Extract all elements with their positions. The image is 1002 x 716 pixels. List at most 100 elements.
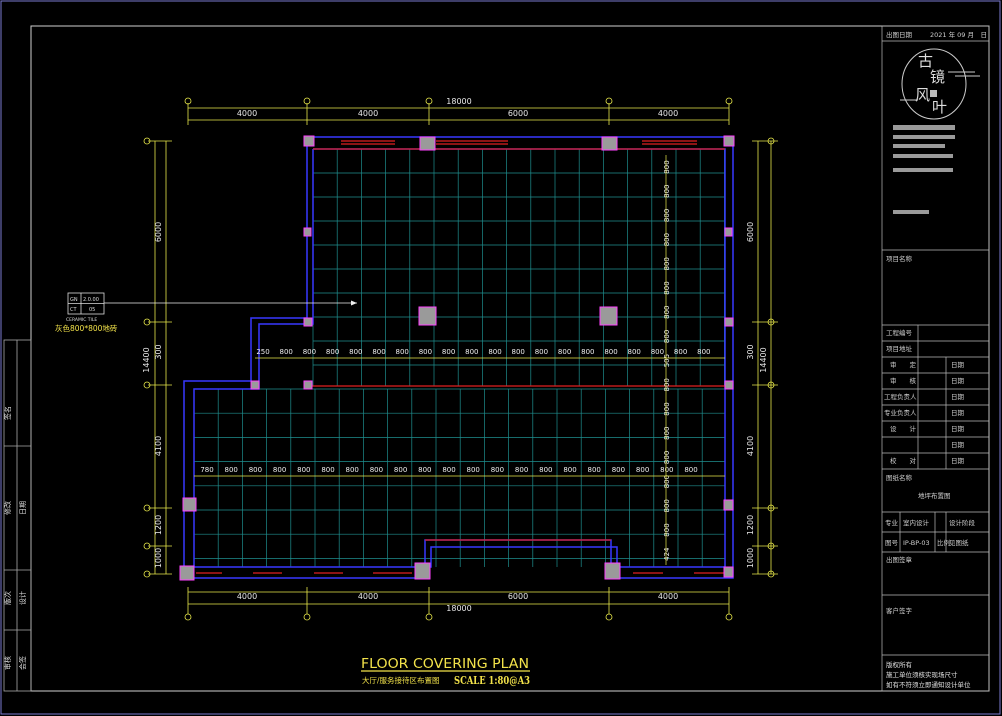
axis-bubble [143,381,151,389]
redacted-company-info [893,125,955,214]
tile-col-label: 800 [663,209,671,222]
dim-left-seg-4: 1200 [154,515,163,535]
axis-bubble [767,542,775,550]
tile-col-label: 424 [663,547,671,561]
title-main: FLOOR COVERING PLAN [361,657,529,672]
tile-col-label: 800 [663,233,671,246]
tb-drawing-name-label: 图纸名称 [886,473,913,482]
dimension-bottom: 4000 4000 6000 4000 18000 [237,592,678,613]
dimension-lines [143,97,778,621]
tb-drawing-no-label: 图号 [885,539,899,547]
axis-bubble [143,570,151,578]
strip-label-check: 审核 [3,656,12,670]
tb-role-5: 设 计 [890,424,917,433]
dim-left-overall: 14400 [142,347,151,372]
axis-bubble [303,613,311,621]
tag-subtitle: CERAMIC TILE [66,317,97,323]
tag-code-2: 2.0.00 [83,297,99,303]
window-lines [196,140,728,574]
strip-label-date: 日期 [19,501,27,515]
tb-stamp-label: 出图签章 [886,555,913,564]
axis-bubble [767,381,775,389]
axis-bubble [143,137,151,145]
tile-row-upper-label: 800 [558,348,571,356]
axis-bubble [605,613,613,621]
dim-bottom-seg-1: 4000 [237,592,257,601]
tile-row-upper-label: 800 [442,348,455,356]
tile-col-label: 505 [663,354,671,367]
tile-row-upper-label: 800 [674,348,687,356]
tile-row-upper-label: 800 [465,348,478,356]
tile-row-lower-label: 800 [612,466,625,474]
tile-col-label: 800 [663,306,671,319]
tile-row-upper-label: 800 [697,348,710,356]
axis-bubble [425,613,433,621]
tile-row-lower-label: 800 [297,466,310,474]
tb-role-2: 审 核 [890,376,917,385]
axis-bubble [605,97,613,105]
tb-stage: 设计阶段 [949,518,976,527]
dim-top-seg-3: 6000 [508,109,528,118]
tile-row-upper-label: 800 [581,348,594,356]
tile-row-upper-label: 800 [512,348,525,356]
axis-bubble [184,613,192,621]
tile-row-lower-label: 800 [515,466,528,474]
axis-bubble [767,318,775,326]
tb-copyright-3: 如有不符须立即通知设计单位 [886,680,971,689]
dim-right-overall: 14400 [759,347,768,372]
tb-role-3: 工程负责人 [884,392,917,401]
tb-scale-label: 比例 [937,538,950,547]
tile-col-label: 800 [663,160,671,173]
strip-label-sign: 签名 [3,406,12,420]
dimension-left: 14400 6000 300 4100 1200 1000 [142,222,163,568]
tile-row-lower-label: 800 [225,466,238,474]
tb-project-no-label: 工程编号 [886,328,913,337]
tb-date-value: 2021 年 09 月 日 [930,30,987,39]
dim-bottom-seg-3: 6000 [508,592,528,601]
axis-bubble [143,318,151,326]
svg-text:叶: 叶 [932,98,947,116]
tile-col-label: 800 [663,427,671,440]
dim-bottom-seg-2: 4000 [358,592,378,601]
tile-row-lower-label: 800 [660,466,673,474]
tile-col-label: 800 [663,451,671,464]
tb-client-label: 客户签字 [886,606,913,615]
title-block [881,25,990,692]
tile-row-lower-label: 800 [539,466,552,474]
tag-code-4: 05 [89,307,95,313]
tb-copyright-1: 版权所有 [886,660,913,669]
tile-row-lower-label: 800 [636,466,649,474]
title-sub: 大厅/服务接待区布置图 [362,675,440,685]
tb-role-7-date: 日期 [951,457,965,465]
dim-left-seg-5: 1000 [154,548,163,568]
dim-left-seg-2: 300 [154,344,163,359]
dim-top-seg-2: 4000 [358,109,378,118]
revision-strip: 签名 修改 日期 版次 设计 审核 会签 [3,339,32,692]
axis-bubble [425,97,433,105]
dim-top-seg-1: 4000 [237,109,257,118]
material-tag: GN 2.0.00 CT 05 CERAMIC TILE 灰色800*800地砖 [55,292,357,333]
company-logo: 古 镜 风 叶 [900,48,980,120]
tile-row-lower-label: 800 [684,466,697,474]
dimension-top: 18000 4000 4000 6000 4000 [237,97,678,118]
tb-role-1-date: 日期 [951,361,965,369]
svg-text:风: 风 [915,86,930,104]
tb-role-5-date: 日期 [951,425,965,433]
tile-row-lower-label: 800 [394,466,407,474]
tile-row-upper-label: 800 [419,348,432,356]
tb-project-addr-label: 项目地址 [886,344,913,353]
tile-row-upper-label: 800 [326,348,339,356]
tile-col-label: 800 [663,402,671,415]
axis-bubble [767,570,775,578]
dim-right-seg-5: 1000 [746,548,755,568]
strip-label-sign2: 会签 [18,656,27,670]
strip-label-design: 设计 [18,591,27,605]
tile-row-lower-label: 800 [249,466,262,474]
columns [179,135,735,581]
tile-col-label: 800 [663,281,671,294]
tile-col-label: 800 [663,378,671,391]
title-block-text: 出图日期 2021 年 09 月 日 项目名称 工程编号 项目地址 审 定 日期… [884,30,987,689]
axis-bubble [767,137,775,145]
